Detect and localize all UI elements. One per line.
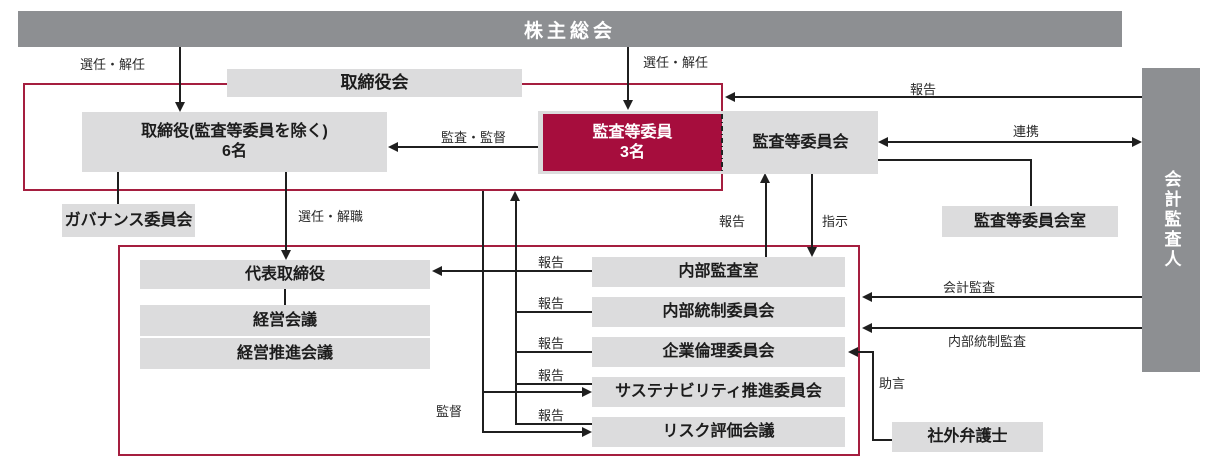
label-supervision: 監督	[436, 404, 463, 419]
line-office-h	[878, 159, 1032, 161]
line-instruction-down	[811, 174, 813, 248]
management-meeting-box: 経営会議	[140, 305, 430, 336]
label-report-top: 報告	[910, 82, 937, 97]
line-elect-dismiss-exec	[285, 172, 287, 253]
label-cooperation: 連携	[1013, 124, 1040, 139]
outside-lawyer-label: 社外弁護士	[927, 428, 1008, 445]
line-report-ethics	[515, 351, 592, 353]
label-accounting-audit: 会計監査	[943, 280, 996, 295]
audit-members-count-label: 3名	[620, 143, 645, 161]
label-appointment-dismissal-right: 選任・解任	[643, 55, 709, 70]
line-report-risk	[515, 423, 592, 425]
internal-audit-office-label: 内部監査室	[678, 263, 759, 280]
shareholders-meeting-label: 株主総会	[523, 20, 616, 42]
internal-audit-office-box: 内部監査室	[592, 257, 845, 287]
arrow-accounting-audit	[862, 292, 872, 302]
audit-committee-box: 監査等委員会	[723, 111, 878, 174]
arrow-report-internal-audit-up	[760, 173, 770, 183]
board-of-directors-label: 取締役会	[340, 73, 409, 93]
management-meeting-label: 経営会議	[252, 311, 317, 329]
sustainability-committee-label: サステナビリティ推進委員会	[615, 383, 822, 400]
label-report-2: 報告	[538, 296, 565, 311]
outside-lawyer-box: 社外弁護士	[892, 422, 1043, 452]
internal-control-committee-box: 内部統制委員会	[592, 297, 845, 327]
line-cooperation	[886, 141, 1134, 143]
arrow-elect-dismiss-exec	[281, 250, 291, 260]
label-report-up: 報告	[719, 214, 746, 229]
arrow-report-to-ceo	[432, 266, 442, 276]
risk-assessment-meeting-label: リスク評価会議	[662, 423, 775, 440]
accounting-auditor-label: 会計監査人	[1161, 170, 1181, 270]
label-report-3: 報告	[538, 336, 565, 351]
arrow-supervision-sustainability	[582, 387, 592, 397]
arrow-report-collector-up	[510, 191, 520, 201]
directors-count-label: 6名	[222, 143, 247, 160]
representative-director-box: 代表取締役	[140, 260, 430, 289]
line-elect-audit-members	[627, 47, 629, 105]
label-advice: 助言	[879, 376, 906, 391]
audit-committee-members-box: 監査等委員 3名	[543, 114, 722, 171]
line-report-internal-audit-left	[440, 270, 592, 272]
accounting-auditor-bar: 会計監査人	[1142, 68, 1200, 372]
sustainability-committee-box: サステナビリティ推進委員会	[592, 377, 845, 407]
arrow-elect-directors	[175, 102, 185, 112]
line-supervision	[482, 191, 484, 433]
line-office-v	[1030, 159, 1032, 206]
shareholders-meeting-banner: 株主総会	[18, 11, 1122, 47]
representative-director-label: 代表取締役	[244, 265, 325, 283]
directors-label: 取締役(監査等委員を除く)	[141, 123, 328, 140]
line-ceo-management	[284, 289, 286, 305]
label-report-4: 報告	[538, 368, 565, 383]
management-promotion-meeting-label: 経営推進会議	[236, 344, 333, 362]
audit-committee-office-label: 監査等委員会室	[973, 212, 1086, 230]
governance-committee-box: ガバナンス委員会	[62, 204, 195, 237]
audit-committee-office-box: 監査等委員会室	[942, 206, 1118, 237]
arrow-audit-supervision	[388, 142, 398, 152]
arrow-supervision-risk	[582, 427, 592, 437]
label-report-5: 報告	[538, 408, 565, 423]
line-advice-v	[872, 351, 874, 440]
label-audit-supervision: 監査・監督	[441, 130, 507, 145]
audit-members-label: 監査等委員	[592, 123, 673, 141]
risk-assessment-meeting-box: リスク評価会議	[592, 417, 845, 447]
line-internal-control-audit	[870, 327, 1142, 329]
audit-committee-label: 監査等委員会	[752, 133, 849, 151]
line-governance-committee	[117, 172, 119, 204]
line-report-sustainability	[515, 383, 592, 385]
label-report-1: 報告	[538, 255, 565, 270]
line-report-internal-control	[515, 311, 592, 313]
arrow-report-auditor-to-frame	[725, 92, 735, 102]
management-promotion-meeting-box: 経営推進会議	[140, 338, 430, 369]
corporate-ethics-committee-label: 企業倫理委員会	[662, 343, 775, 360]
arrow-cooperation-right	[1132, 137, 1142, 147]
arrow-elect-audit-members	[623, 100, 633, 110]
board-of-directors-box: 取締役会	[227, 69, 522, 97]
label-appointment-dismissal-left: 選任・解任	[80, 57, 146, 72]
arrow-cooperation-left	[878, 137, 888, 147]
arrow-advice	[848, 347, 858, 357]
line-report-auditor-to-frame	[733, 96, 1142, 98]
label-instruction: 指示	[822, 214, 849, 229]
members-committee-divider	[721, 114, 723, 171]
arrow-internal-control-audit	[862, 323, 872, 333]
governance-committee-label: ガバナンス委員会	[64, 211, 193, 229]
corporate-ethics-committee-box: 企業倫理委員会	[592, 337, 845, 367]
directors-box: 取締役(監査等委員を除く) 6名	[82, 112, 387, 172]
internal-control-committee-label: 内部統制委員会	[662, 303, 775, 320]
label-internal-control-audit: 内部統制監査	[948, 334, 1027, 349]
label-elect-dismiss-exec: 選任・解職	[298, 209, 364, 224]
line-advice-h1	[856, 351, 873, 353]
line-advice-h2	[872, 439, 892, 441]
line-audit-supervision	[396, 146, 543, 148]
line-accounting-audit	[870, 296, 1142, 298]
line-supervision-sustainability	[482, 391, 584, 393]
line-supervision-risk	[482, 431, 584, 433]
execution-frame	[118, 245, 860, 456]
line-report-internal-audit-up	[765, 181, 767, 257]
arrow-instruction-down	[807, 247, 817, 257]
line-elect-directors	[179, 47, 181, 107]
